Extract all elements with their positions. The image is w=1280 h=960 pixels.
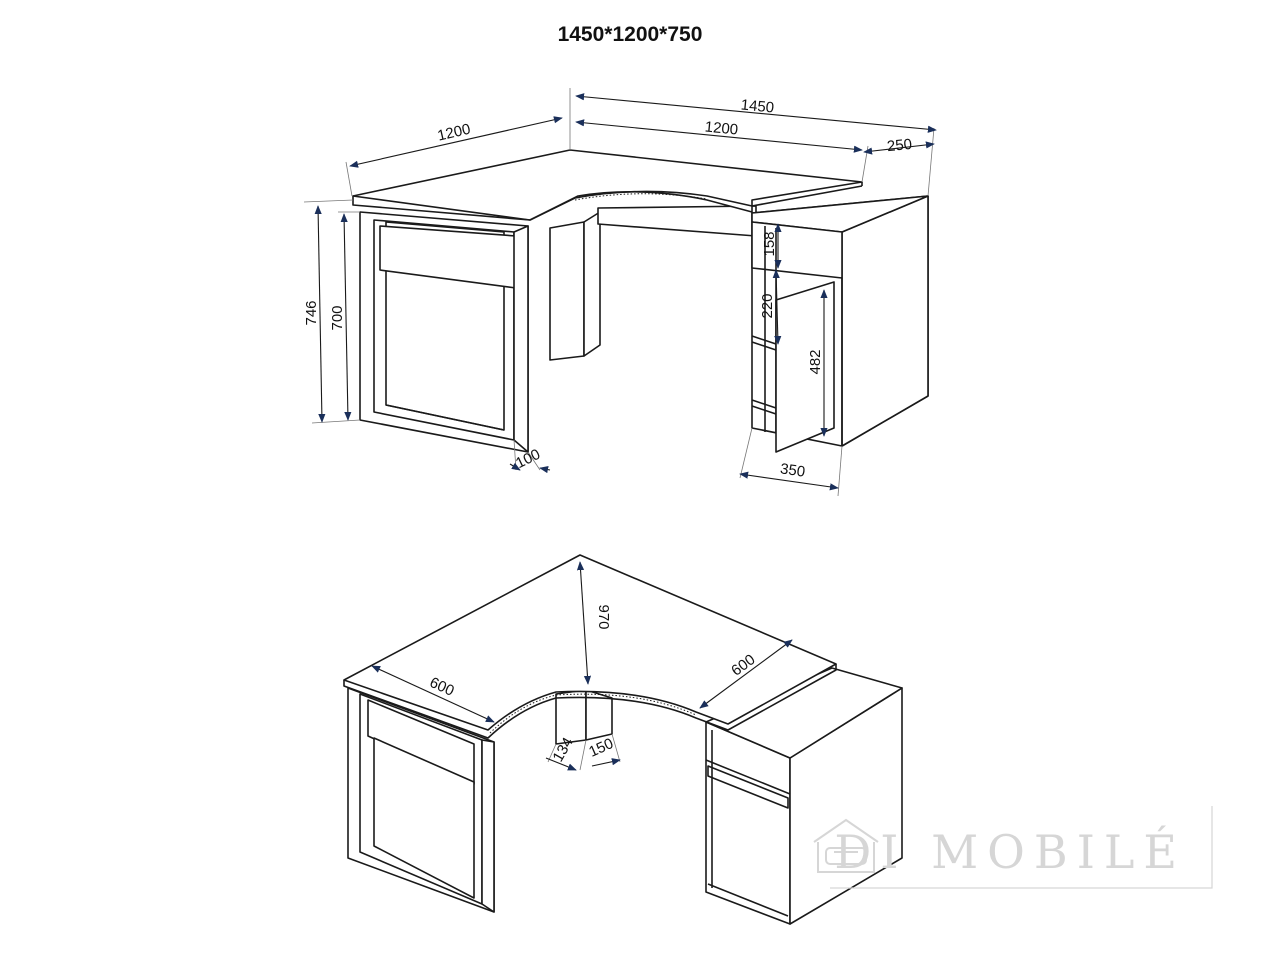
dim-label-250: 250 <box>886 136 913 156</box>
dim-label-158: 158 <box>761 231 778 256</box>
diagram-title: 1450*1200*750 <box>558 23 703 46</box>
desktop-top-board <box>352 149 863 221</box>
dim-label-482: 482 <box>807 349 824 374</box>
right-pedestal <box>751 195 929 453</box>
watermark-text: DI MOBILÉ <box>834 824 1186 879</box>
desk-view-top <box>303 88 937 497</box>
dim-label-970: 970 <box>595 604 612 629</box>
left-leg-frame <box>359 211 529 453</box>
watermark: DI MOBILÉ <box>813 806 1213 889</box>
desk-view-bottom <box>343 554 903 925</box>
dim-label-746: 746 <box>303 300 320 325</box>
dim-label-1200-right: 1200 <box>704 118 739 138</box>
left-leg-frame-bottom <box>347 687 495 913</box>
dim-label-700: 700 <box>329 305 346 330</box>
dim-label-220: 220 <box>759 293 776 318</box>
dim-label-350: 350 <box>779 460 806 480</box>
dim-label-1200-left: 1200 <box>436 121 472 145</box>
sofa-house-icon <box>813 818 879 873</box>
dim-label-1450: 1450 <box>740 96 775 116</box>
